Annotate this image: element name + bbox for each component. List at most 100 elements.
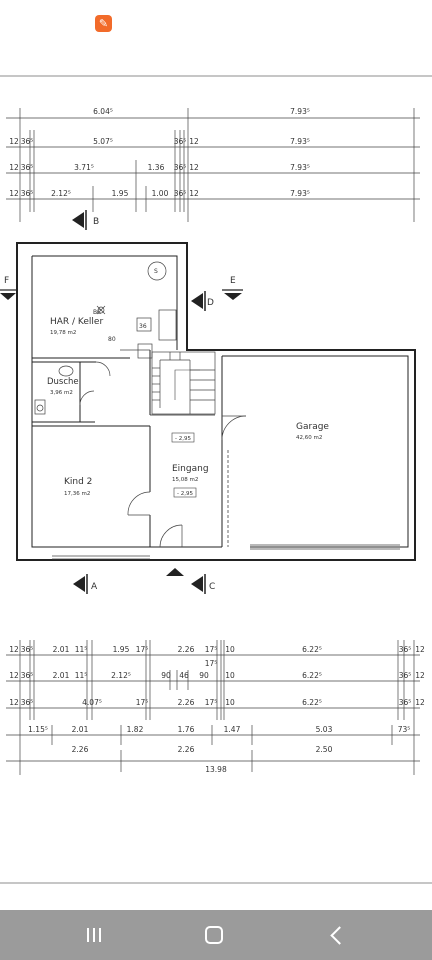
dim-label: 2.26 bbox=[178, 645, 195, 654]
top-dimension-lines bbox=[6, 108, 420, 222]
dim-label: 13.98 bbox=[205, 765, 227, 774]
section-marker-a: A bbox=[73, 574, 98, 594]
dim-label: 36⁵ bbox=[21, 698, 34, 707]
dim-label: 12 bbox=[415, 645, 425, 654]
dim-label: 6.22⁵ bbox=[302, 698, 322, 707]
dim-label: 36⁵ bbox=[21, 671, 34, 680]
dim-label: 12 bbox=[9, 163, 19, 172]
dim-label: 12 bbox=[9, 189, 19, 198]
floor-plan-drawing: 6.04⁵ 7.93⁵ 12 36⁵ 5.07⁵ 36⁵ 12 7.93⁵ 12… bbox=[0, 75, 432, 884]
home-icon bbox=[205, 926, 223, 944]
room-kind-name: Kind 2 bbox=[64, 477, 92, 487]
dim-label: 12 bbox=[415, 671, 425, 680]
room-har-name: HAR / Keller bbox=[50, 317, 103, 327]
home-button[interactable] bbox=[174, 910, 254, 960]
fixture-36-label: 36 bbox=[139, 323, 147, 330]
dim-label: 36⁵ bbox=[21, 189, 34, 198]
dim-label: 2.01 bbox=[72, 725, 89, 734]
dim-label: 90 bbox=[161, 671, 171, 680]
svg-text:F: F bbox=[4, 276, 9, 286]
navigation-bar bbox=[0, 910, 432, 960]
dim-label: 5.03 bbox=[316, 725, 333, 734]
dim-label: 6.22⁵ bbox=[302, 671, 322, 680]
dim-label: 12 bbox=[189, 163, 199, 172]
dim-label: 2.26 bbox=[178, 698, 195, 707]
room-eingang-level-top: - 2,95 bbox=[175, 436, 191, 442]
dim-label: 1.95 bbox=[112, 189, 129, 198]
fixture-bc-label: BC bbox=[93, 309, 101, 316]
dim-label: 10 bbox=[225, 698, 235, 707]
dim-label: 7.93⁵ bbox=[290, 189, 310, 198]
back-button[interactable] bbox=[296, 910, 376, 960]
section-marker-c: C bbox=[166, 568, 215, 594]
dim-label: 6.22⁵ bbox=[302, 645, 322, 654]
garage-door bbox=[227, 450, 400, 550]
dim-label: 2.26 bbox=[72, 745, 89, 754]
section-marker-b: B bbox=[72, 210, 99, 230]
recents-button[interactable] bbox=[54, 910, 134, 960]
dim-label: 2.01 bbox=[53, 671, 70, 680]
dim-label: 2.12⁵ bbox=[51, 189, 71, 198]
bottom-dimension-labels: 12 36⁵ 2.01 11⁵ 1.95 17⁵ 2.26 17⁵ 10 6.2… bbox=[9, 645, 425, 774]
dim-label: 12 bbox=[9, 671, 19, 680]
dim-label: 12 bbox=[189, 189, 199, 198]
section-marker-e: E bbox=[222, 276, 243, 300]
dim-label: 17⁵ bbox=[205, 659, 218, 668]
top-dimension-labels: 6.04⁵ 7.93⁵ 12 36⁵ 5.07⁵ 36⁵ 12 7.93⁵ 12… bbox=[9, 107, 310, 198]
dim-label: 36⁵ bbox=[174, 137, 187, 146]
svg-text:D: D bbox=[207, 298, 214, 308]
section-marker-f: F bbox=[0, 276, 16, 300]
svg-text:E: E bbox=[230, 276, 236, 286]
room-eingang-name: Eingang bbox=[172, 464, 209, 474]
dim-label: 1.82 bbox=[127, 725, 144, 734]
dim-label: 10 bbox=[225, 671, 235, 680]
dim-label: 36⁵ bbox=[21, 645, 34, 654]
dim-label: 36⁵ bbox=[399, 671, 412, 680]
svg-text:C: C bbox=[209, 582, 215, 592]
dim-label: 46 bbox=[179, 671, 189, 680]
dim-label: 36⁵ bbox=[174, 163, 187, 172]
dim-label: 11⁵ bbox=[75, 645, 88, 654]
dim-label: 12 bbox=[9, 137, 19, 146]
section-marker-d: D bbox=[191, 291, 214, 311]
dim-label: 1.76 bbox=[178, 725, 195, 734]
room-kind-area: 17,36 m2 bbox=[64, 491, 90, 497]
dim-label: 5.07⁵ bbox=[93, 137, 113, 146]
har-fixtures bbox=[96, 261, 177, 359]
dim-label: 4.07⁵ bbox=[82, 698, 102, 707]
dim-label: 36⁵ bbox=[174, 189, 187, 198]
dim-label: 1.47 bbox=[224, 725, 241, 734]
room-dusche-area: 3,96 m2 bbox=[50, 390, 73, 396]
dim-label: 17⁵ bbox=[136, 645, 149, 654]
dim-label: 2.01 bbox=[53, 645, 70, 654]
dim-label: 2.50 bbox=[316, 745, 333, 754]
dim-label: 7.93⁵ bbox=[290, 163, 310, 172]
recents-icon bbox=[87, 928, 101, 942]
floor-plan: 6.04⁵ 7.93⁵ 12 36⁵ 5.07⁵ 36⁵ 12 7.93⁵ 12… bbox=[0, 60, 432, 900]
room-garage-area: 42,60 m2 bbox=[296, 435, 322, 441]
dim-label: 1.36 bbox=[148, 163, 165, 172]
bottom-dimension-lines bbox=[6, 640, 420, 775]
dim-label: 17⁵ bbox=[205, 698, 218, 707]
back-icon bbox=[329, 925, 349, 945]
status-area: ✎ bbox=[0, 0, 432, 60]
fixture-80-label: 80 bbox=[108, 336, 116, 343]
dim-label: 7.93⁵ bbox=[290, 137, 310, 146]
dim-label: 1.95 bbox=[113, 645, 130, 654]
dim-label: 36⁵ bbox=[21, 163, 34, 172]
room-eingang-area: 15,08 m2 bbox=[172, 477, 198, 483]
dim-label: 17⁵ bbox=[136, 698, 149, 707]
dim-label: 1.00 bbox=[152, 189, 169, 198]
dim-label: 3.71⁵ bbox=[74, 163, 94, 172]
dim-label: 12 bbox=[415, 698, 425, 707]
dim-label: 11⁵ bbox=[75, 671, 88, 680]
dim-label: 2.26 bbox=[178, 745, 195, 754]
dusche-fixtures bbox=[34, 365, 74, 415]
svg-text:A: A bbox=[91, 582, 98, 592]
fixture-s-label: S bbox=[154, 268, 158, 275]
dim-label: 17⁵ bbox=[205, 645, 218, 654]
room-garage-name: Garage bbox=[296, 422, 329, 432]
room-har-area: 19,78 m2 bbox=[50, 330, 76, 336]
app-launcher-icon[interactable]: ✎ bbox=[95, 15, 112, 32]
staircase bbox=[151, 351, 216, 415]
